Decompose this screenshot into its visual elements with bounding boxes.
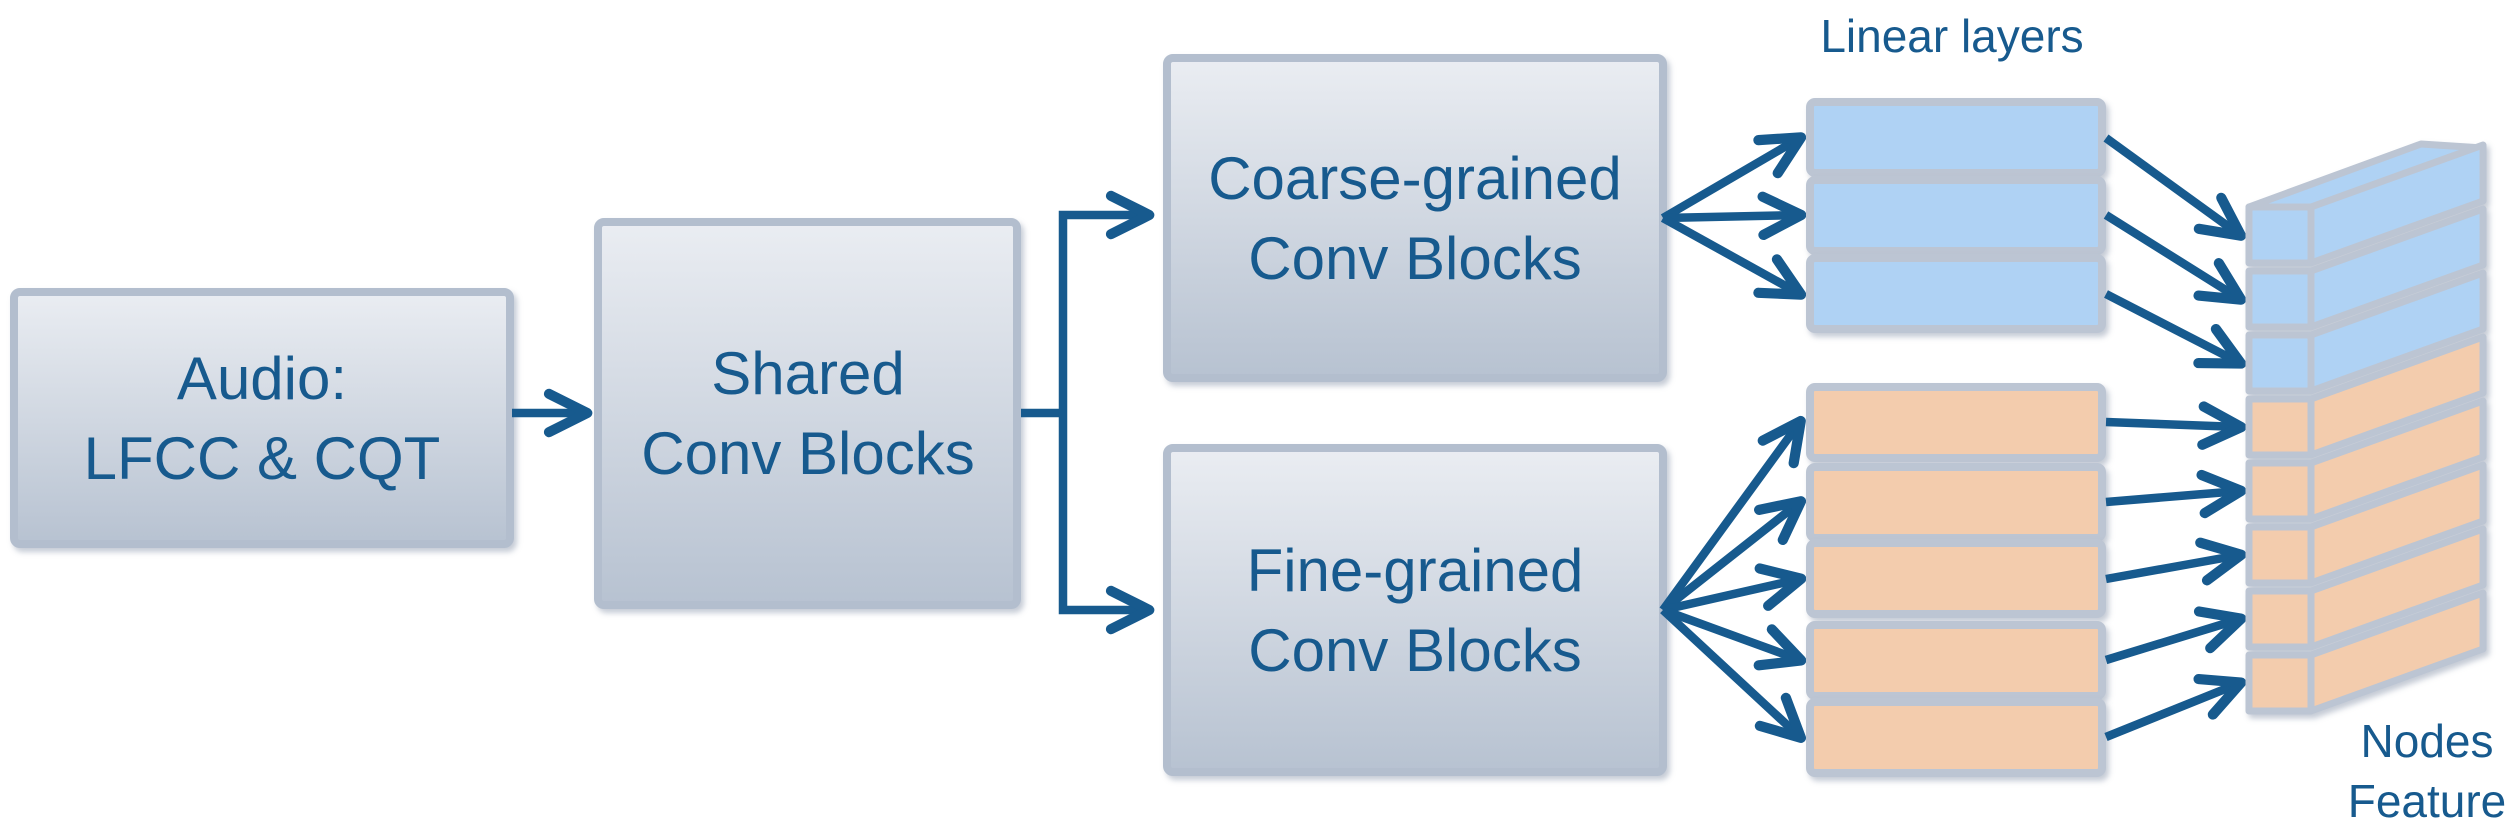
stack-slab-1-front [2245, 203, 2315, 267]
arrow-orange-bar5-to-stack [2104, 673, 2247, 741]
fine-linear-bar-3 [1806, 539, 2106, 618]
fine-linear-bar-2 [1806, 463, 2106, 542]
branch-connector [1021, 190, 1155, 635]
fine-linear-layer-bars [1806, 383, 2106, 777]
audio-input-box: Audio: LFCC & CQT [10, 288, 514, 548]
arrow-fine-to-linear-4 [1661, 606, 1807, 671]
coarse-linear-bar-3 [1806, 254, 2106, 333]
stack-slab-6-front [2245, 523, 2315, 587]
coarse-fan-arrows [1660, 132, 1807, 300]
coarse-linear-bar-2 [1806, 176, 2106, 255]
coarse-linear-layer-bars [1806, 98, 2106, 333]
fine-linear-bar-4 [1806, 621, 2106, 700]
arrow-orange-bar2-to-stack [2105, 469, 2247, 519]
fine-bar-to-stack-arrows [2104, 401, 2247, 741]
stack-slab-2-front [2245, 267, 2315, 331]
arrow-blue-bar2-to-stack [2103, 211, 2247, 305]
stack-slab-8-front [2245, 651, 2315, 715]
coarse-conv-label-line2: Conv Blocks [1248, 225, 1581, 292]
arrow-blue-bar3-to-stack [2104, 290, 2247, 369]
arrow-coarse-to-linear-1 [1660, 132, 1807, 222]
fine-linear-bar-5 [1806, 698, 2106, 777]
nodes-feature-label: Nodes Feature [2348, 715, 2507, 827]
arrow-branch-to-coarse [1058, 190, 1155, 413]
arrow-fine-to-linear-2 [1660, 496, 1807, 614]
coarse-conv-box: Coarse-grained Conv Blocks [1163, 54, 1667, 382]
audio-input-box-shape [10, 288, 514, 548]
arrow-fine-to-linear-5 [1660, 606, 1807, 743]
arrow-orange-bar1-to-stack [2105, 401, 2247, 450]
nodes-feature-label-line1: Nodes [2361, 715, 2494, 767]
audio-input-label-line1: Audio: [177, 345, 347, 412]
fine-conv-label-line1: Fine-grained [1247, 537, 1584, 604]
nodes-feature-label-line2: Feature [2348, 775, 2507, 827]
nodes-feature-stack [2245, 140, 2487, 715]
coarse-bar-to-stack-arrows [2103, 134, 2247, 369]
arrow-branch-to-fine [1058, 413, 1155, 635]
shared-conv-label-line1: Shared [711, 340, 904, 407]
shared-conv-box-shape [594, 218, 1021, 609]
linear-layers-label: Linear layers [1820, 10, 2083, 62]
coarse-conv-label-line1: Coarse-grained [1208, 145, 1622, 212]
audio-input-label-line2: LFCC & CQT [84, 425, 441, 492]
arrow-coarse-to-linear-3 [1660, 214, 1807, 300]
arrow-fine-to-linear-1 [1659, 415, 1806, 613]
shared-conv-box: Shared Conv Blocks [594, 218, 1021, 609]
fine-linear-bar-1 [1806, 383, 2106, 462]
fine-conv-label-line2: Conv Blocks [1248, 617, 1581, 684]
coarse-conv-box-shape [1163, 54, 1667, 382]
arrow-orange-bar3-to-stack [2105, 537, 2247, 586]
stack-slab-5-front [2245, 459, 2315, 523]
arrow-orange-bar4-to-stack [2104, 606, 2247, 665]
arrow-coarse-to-linear-2 [1662, 191, 1807, 241]
stack-slab-4-front [2245, 395, 2315, 459]
stack-slab-3-front [2245, 331, 2315, 395]
coarse-linear-bar-1 [1806, 98, 2106, 177]
fine-fan-arrows [1659, 415, 1807, 743]
shared-conv-label-line2: Conv Blocks [641, 420, 974, 487]
fine-conv-box-shape [1163, 444, 1667, 776]
fine-conv-box: Fine-grained Conv Blocks [1163, 444, 1667, 776]
arrow-blue-bar1-to-stack [2103, 134, 2247, 241]
arrow-fine-to-linear-3 [1662, 563, 1807, 615]
stack-slab-7-front [2245, 587, 2315, 651]
